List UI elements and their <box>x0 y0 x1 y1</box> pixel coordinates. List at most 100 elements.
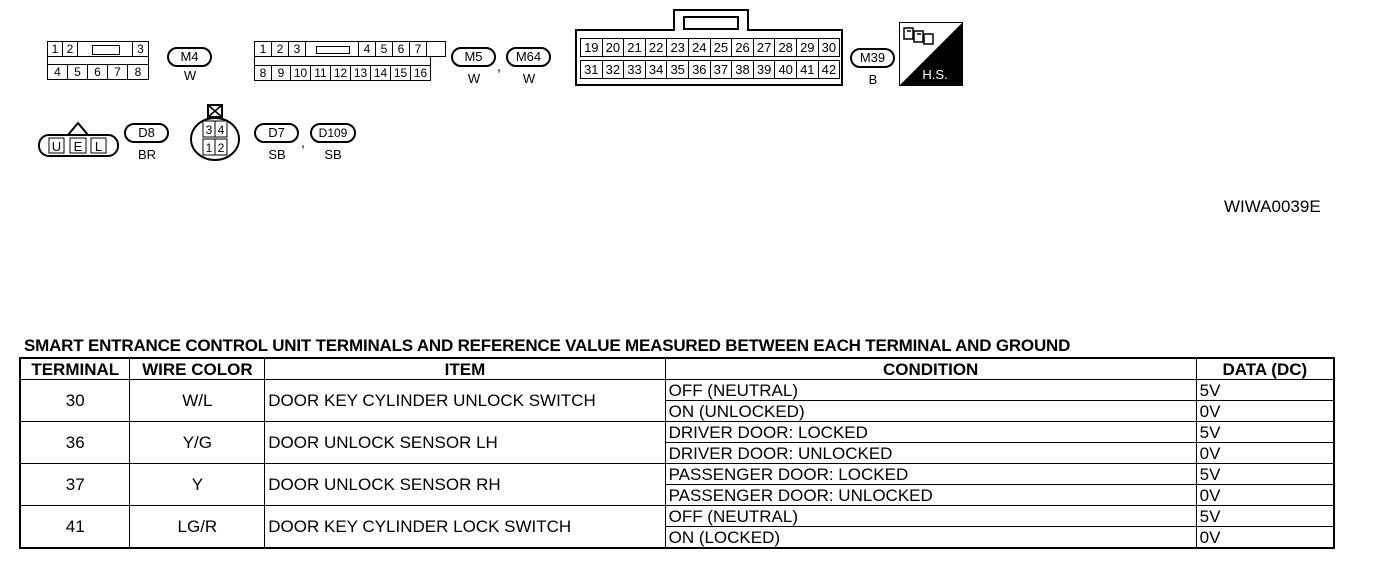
cell-wire-color: Y/G <box>129 421 266 464</box>
m5-pin: 14 <box>370 65 391 81</box>
wire-color-m4: W <box>183 68 197 83</box>
table-header-row: TERMINAL WIRE COLOR ITEM CONDITION DATA … <box>19 357 1335 380</box>
cell-data: 0V <box>1195 526 1335 549</box>
cell-terminal: 30 <box>19 379 131 422</box>
m4-pin: 6 <box>87 64 108 80</box>
cell-data: 5V <box>1195 463 1335 485</box>
cell-wire-color: Y <box>129 463 266 506</box>
cell-item: DOOR KEY CYLINDER UNLOCK SWITCH <box>264 379 666 422</box>
m5-pin: 11 <box>310 65 331 81</box>
m39-pin: 42 <box>817 60 841 79</box>
cell-data: 0V <box>1195 484 1335 506</box>
connector-d8-face: U E L <box>38 121 119 157</box>
figure-code: WIWA0039E <box>1224 197 1321 216</box>
m5-pin: 9 <box>271 65 291 81</box>
m39-pin: 38 <box>731 60 754 79</box>
connector-id-d7: D7 <box>254 123 299 143</box>
m5-pin: 7 <box>409 41 427 57</box>
header-item: ITEM <box>264 357 666 380</box>
m39-pin: 24 <box>688 38 711 57</box>
cell-condition: OFF (NEUTRAL) <box>664 379 1197 401</box>
wire-color-m39: B <box>868 72 878 87</box>
cell-item: DOOR KEY CYLINDER LOCK SWITCH <box>264 505 666 549</box>
wire-color-d8: BR <box>137 147 157 162</box>
m5-pin: 15 <box>390 65 411 81</box>
m39-pin: 33 <box>623 60 646 79</box>
m39-pin: 28 <box>774 38 797 57</box>
d8-pin-l: L <box>95 139 102 154</box>
connector-m4-face: 1 2 3 4 5 6 7 8 <box>47 41 150 81</box>
m39-pin: 34 <box>644 60 668 79</box>
m39-pin: 31 <box>580 60 603 79</box>
m5-pin: 13 <box>350 65 371 81</box>
m39-pin: 19 <box>580 38 603 57</box>
m39-pin: 23 <box>666 38 689 57</box>
d7-pin-3: 3 <box>206 123 213 137</box>
m39-pin: 32 <box>601 60 625 79</box>
connector-id-m5: M5 <box>451 47 496 67</box>
cell-data: 0V <box>1195 442 1335 464</box>
cell-item: DOOR UNLOCK SENSOR RH <box>264 463 666 506</box>
m5-pin: 3 <box>288 41 306 57</box>
d8-pin-e: E <box>74 139 83 154</box>
cell-data: 5V <box>1195 505 1335 527</box>
m5-pin: 5 <box>375 41 393 57</box>
connector-id-m4: M4 <box>167 47 212 67</box>
m5-lock-tab <box>305 41 359 57</box>
connector-id-m39: M39 <box>850 48 895 68</box>
header-condition: CONDITION <box>664 357 1197 380</box>
m5-pin: 12 <box>330 65 351 81</box>
connector-m5-face: 1 2 3 4 5 6 7 8 9 10 11 12 13 14 15 16 <box>254 41 447 83</box>
d7-pin-4: 4 <box>218 123 225 137</box>
cell-condition: PASSENGER DOOR: LOCKED <box>664 463 1197 485</box>
wire-color-m5: W <box>467 71 481 86</box>
wire-color-d7: SB <box>268 147 286 162</box>
cell-condition: PASSENGER DOOR: UNLOCKED <box>664 484 1197 506</box>
cell-condition: DRIVER DOOR: LOCKED <box>664 421 1197 443</box>
cell-terminal: 41 <box>19 505 131 549</box>
m39-pin: 27 <box>752 38 776 57</box>
m5-pin: 16 <box>410 65 431 81</box>
cell-data: 5V <box>1195 379 1335 401</box>
connector-d7-face: 3 4 1 2 <box>190 104 240 161</box>
header-terminal: TERMINAL <box>19 357 131 380</box>
cell-condition: DRIVER DOOR: UNLOCKED <box>664 442 1197 464</box>
m4-pin: 4 <box>47 64 68 80</box>
connector-id-m64: M64 <box>506 47 551 67</box>
d7-pin-2: 2 <box>218 141 225 155</box>
m4-pin: 7 <box>107 64 128 80</box>
m5-pin: 2 <box>271 41 289 57</box>
m39-pin: 29 <box>796 38 819 57</box>
cell-wire-color: LG/R <box>129 505 266 549</box>
cell-condition: ON (LOCKED) <box>664 526 1197 549</box>
m39-pin: 37 <box>709 60 733 79</box>
table-row: ON (LOCKED)0V <box>20 526 1335 549</box>
cell-condition: OFF (NEUTRAL) <box>664 505 1197 527</box>
m4-pin: 8 <box>127 64 149 80</box>
wire-color-m64: W <box>522 71 536 86</box>
harness-side-badge: H.S. <box>899 22 963 86</box>
cell-data: 0V <box>1195 400 1335 422</box>
wire-color-d109: SB <box>324 147 342 162</box>
m39-pin: 25 <box>709 38 733 57</box>
m39-pin: 39 <box>752 60 776 79</box>
m5-pin: 10 <box>290 65 311 81</box>
m4-pin: 5 <box>67 64 88 80</box>
d8-pin-u: U <box>52 139 61 154</box>
m5-pin: 8 <box>254 65 272 81</box>
m39-pin: 21 <box>623 38 646 57</box>
m39-pin: 22 <box>644 38 668 57</box>
m4-pin: 1 <box>47 41 63 57</box>
m39-pin: 30 <box>817 38 841 57</box>
table-title: SMART ENTRANCE CONTROL UNIT TERMINALS AN… <box>24 336 1071 355</box>
m39-pin: 20 <box>601 38 625 57</box>
m39-pin: 36 <box>688 60 711 79</box>
m5-pin: 1 <box>254 41 272 57</box>
cell-terminal: 37 <box>19 463 131 506</box>
m4-pin: 3 <box>132 41 149 57</box>
